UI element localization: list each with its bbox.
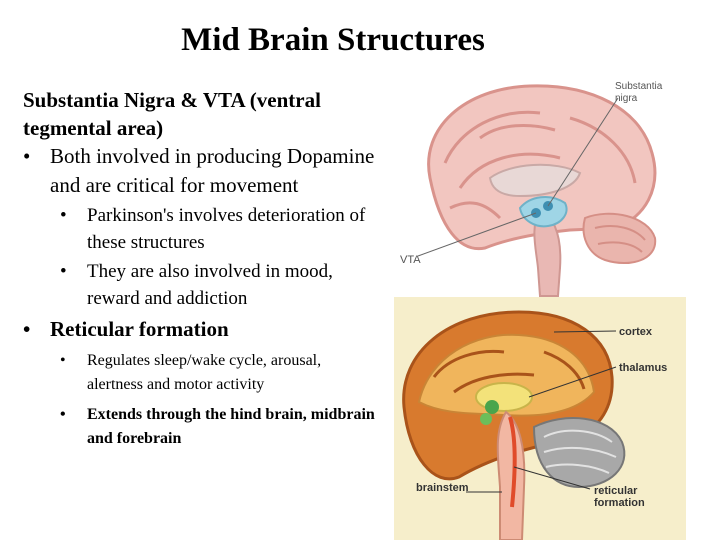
cerebellum-shape <box>532 417 626 489</box>
cerebellum-shape <box>582 212 657 264</box>
bullet-dot: • <box>23 317 31 341</box>
bullet-level2: • They are also involved in mood, reward … <box>23 258 378 312</box>
slide-body: Substantia Nigra & VTA (ventral tegmenta… <box>23 86 378 451</box>
cerebrum-shape <box>427 84 657 251</box>
bullet-dot: • <box>60 261 67 282</box>
bullet-level2: • Regulates sleep/wake cycle, arousal, al… <box>23 349 378 397</box>
reticular-path <box>508 416 517 508</box>
label-nigra: nigra <box>615 93 638 104</box>
bullet-text: Reticular formation <box>50 317 229 341</box>
section-heading: Substantia Nigra & VTA (ventral tegmenta… <box>23 88 321 140</box>
bullet-dot: • <box>23 144 31 168</box>
brainstem-shape <box>496 410 526 540</box>
bullet-text: Extends through the hind brain, midbrain… <box>87 406 375 447</box>
label-brainstem: brainstem <box>416 482 469 494</box>
label-vta: VTA <box>400 254 421 266</box>
bullet-level1: • Both involved in producing Dopamine and… <box>23 142 378 200</box>
bullet-dot: • <box>60 205 67 226</box>
bullet-text: Parkinson's involves deterioration of th… <box>87 205 366 253</box>
bullet-level2: • Extends through the hind brain, midbrai… <box>23 403 378 451</box>
label-thalamus: thalamus <box>619 362 667 374</box>
bullet-dot: • <box>60 406 66 423</box>
midbrain-diagram: Substantia nigra VTA <box>400 81 663 297</box>
label-substantia: Substantia <box>615 81 663 92</box>
bullet-text: Both involved in producing Dopamine and … <box>50 144 375 197</box>
bullet-text: Regulates sleep/wake cycle, arousal, ale… <box>87 352 322 393</box>
slide-title: Mid Brain Structures <box>181 22 485 58</box>
label-reticular: reticular <box>594 485 638 497</box>
reticular-formation-diagram: cortex thalamus brainstem reticular form… <box>394 297 686 540</box>
bullet-dot: • <box>60 352 66 369</box>
bullet-level1: • Reticular formation <box>23 315 378 343</box>
bullet-text: They are also involved in mood, reward a… <box>87 261 333 309</box>
thalamus-shape <box>475 382 533 425</box>
bullet-level2: • Parkinson's involves deterioration of t… <box>23 202 378 256</box>
label-formation: formation <box>594 497 645 509</box>
label-cortex: cortex <box>619 326 653 338</box>
